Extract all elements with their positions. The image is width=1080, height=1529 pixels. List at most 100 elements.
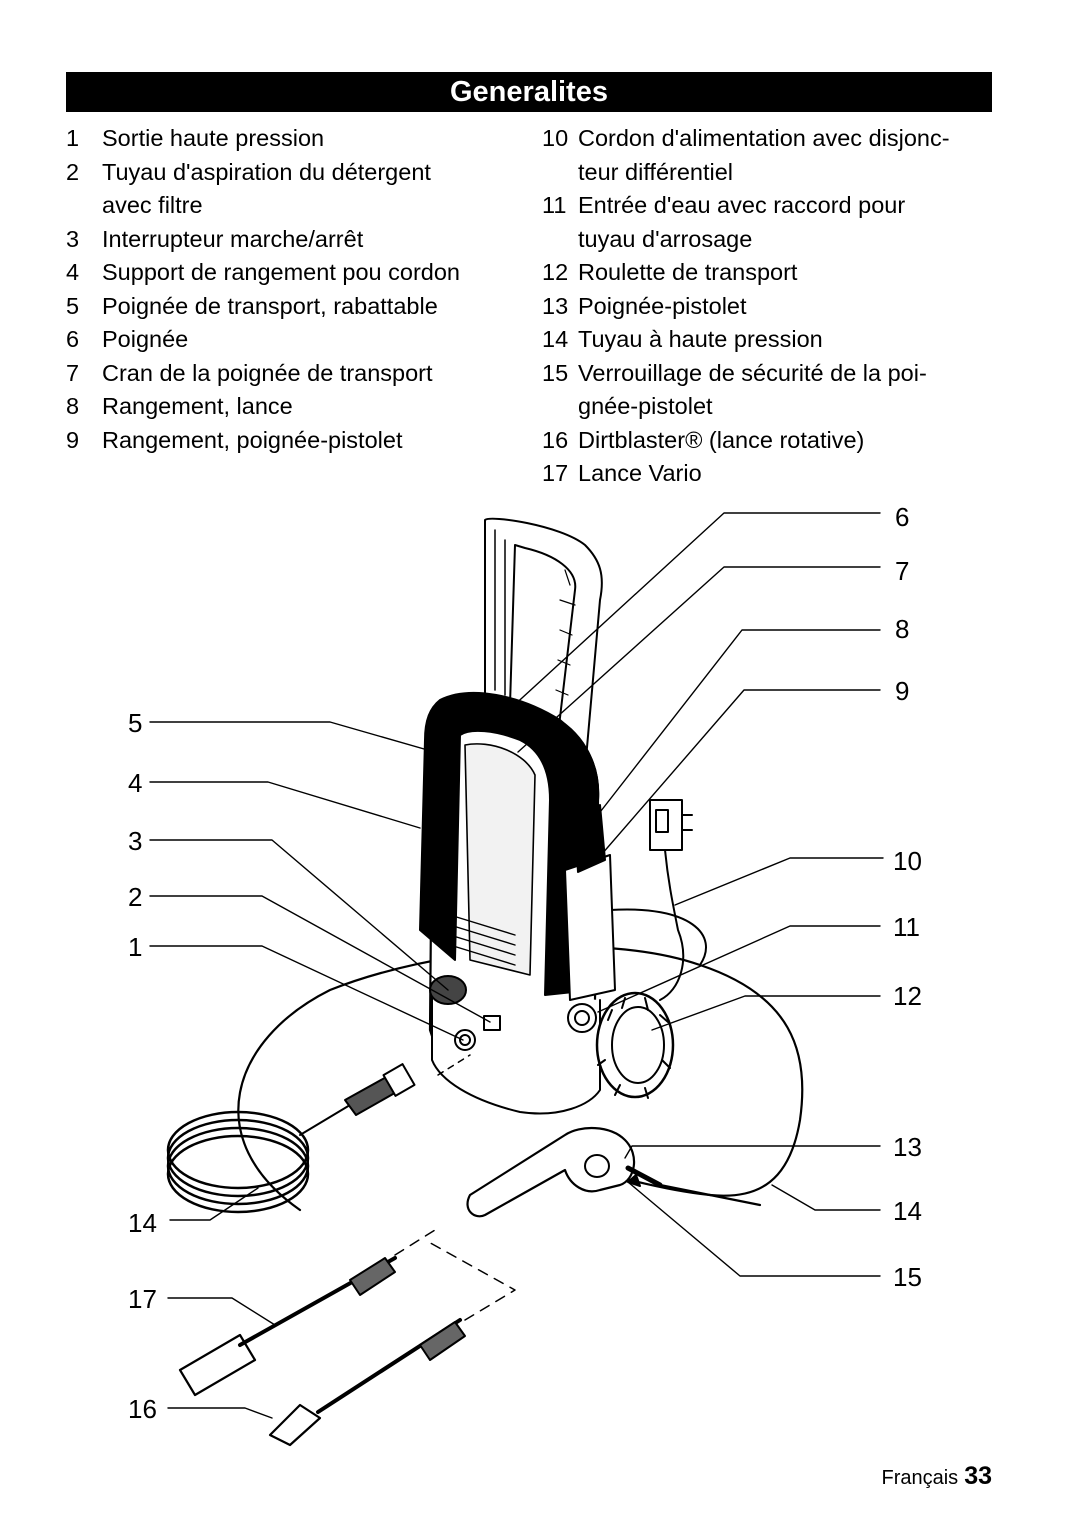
part-number: 11: [542, 192, 567, 218]
callout-15: 15: [893, 1262, 922, 1292]
hose-coil: [166, 1110, 310, 1190]
leader-line: [627, 1181, 881, 1277]
part-number: 6: [66, 326, 80, 352]
water-inlet: [567, 1003, 597, 1033]
leader-line: [517, 566, 881, 753]
list-item: 5 Poignée de transport, rabattable: [66, 290, 536, 324]
pistol-holder: [564, 854, 616, 1001]
leader-line: [149, 721, 446, 756]
part-number: 14: [542, 326, 569, 352]
leader-line: [597, 925, 881, 1013]
leader-line: [167, 1407, 273, 1419]
page-number: 33: [964, 1462, 992, 1490]
callout-1: 1: [128, 932, 142, 962]
part-number: 2: [66, 158, 80, 185]
leader-line: [169, 1187, 259, 1221]
list-item: 4 Support de rangement pou cordon: [66, 256, 536, 290]
callout-10: 10: [893, 846, 922, 876]
leader-line: [589, 629, 881, 826]
callout-16: 16: [128, 1394, 157, 1424]
part-label: Dirtblaster® (lance rotative): [578, 426, 865, 453]
leader-line: [771, 1184, 881, 1211]
list-item: 8 Rangement, lance: [66, 390, 536, 424]
part-number: 9: [66, 426, 80, 453]
leader-line: [149, 945, 464, 1041]
part-label: Sortie haute pression: [102, 125, 325, 151]
callout-6: 6: [895, 502, 909, 532]
part-number: 4: [66, 259, 80, 285]
part-label: Lance Vario: [578, 460, 702, 486]
part-label: Interrupteur marche/arrêt: [102, 225, 364, 252]
carrying-handle: [484, 517, 603, 771]
leader-line: [149, 781, 421, 829]
leader-line: [149, 839, 449, 991]
leader-line: [674, 857, 884, 906]
detergent-inlet: [483, 1015, 501, 1031]
part-label: Verrouillage de sécurité de la poi- gnée…: [578, 359, 927, 420]
callout-11: 11: [893, 912, 920, 942]
lance-vario: [178, 1333, 257, 1397]
part-label: Poignée-pistolet: [578, 292, 747, 319]
dirtblaster-lance: [268, 1403, 322, 1447]
list-item: 12 Roulette de transport: [542, 256, 1002, 290]
frame-band: [419, 691, 600, 996]
part-number: 16: [542, 426, 569, 453]
callout-4: 4: [128, 768, 142, 798]
list-item: 6 Poignée: [66, 323, 536, 357]
leader-line: [624, 1145, 881, 1159]
list-item: 9 Rangement, poignée-pistolet: [66, 424, 536, 458]
callout-17: 17: [128, 1284, 157, 1314]
part-number: 5: [66, 292, 80, 319]
leader-line: [651, 995, 881, 1031]
part-label: Rangement, lance: [102, 393, 293, 419]
leader-line: [497, 512, 881, 721]
hose-loop: [609, 908, 707, 966]
parts-list-left: 1 Sortie haute pression 2 Tuyau d'aspirati…: [66, 122, 536, 457]
callout-9: 9: [895, 676, 909, 706]
list-item: 14 Tuyau à haute pression: [542, 323, 1002, 357]
part-number: 10: [542, 125, 569, 151]
part-label: Rangement, poignée-pistolet: [102, 426, 403, 453]
callout-3: 3: [128, 826, 142, 856]
part-label: Tuyau à haute pression: [578, 326, 823, 352]
list-item: 16 Dirtblaster® (lance rotative): [542, 424, 1002, 458]
list-item: 3 Interrupteur marche/arrêt: [66, 223, 536, 257]
callout-8: 8: [895, 614, 909, 644]
part-number: 1: [66, 125, 80, 151]
callout-14-right: 14: [893, 1196, 922, 1226]
callout-14-left: 14: [128, 1208, 157, 1238]
part-number: 3: [66, 225, 80, 252]
part-label: Poignée: [102, 326, 189, 352]
part-label: Cran de la poignée de transport: [102, 359, 433, 386]
part-label: Tuyau d'aspiration du détergent avec fil…: [102, 158, 431, 219]
list-item: 2 Tuyau d'aspiration du détergent avec fi…: [66, 156, 536, 223]
list-item: 1 Sortie haute pression: [66, 122, 536, 156]
list-item: 7 Cran de la poignée de transport: [66, 357, 536, 391]
parts-list-right: 10 Cordon d'alimentation avec disjonc- te…: [542, 122, 1002, 491]
page-title: Generalites: [66, 72, 992, 112]
part-label: Support de rangement pou cordon: [102, 259, 460, 285]
part-number: 17: [542, 460, 569, 486]
list-item: 17 Lance Vario: [542, 457, 1002, 491]
pressure-washer-diagram: 6 7 8 9 5 4 3 2 1 10 11 12 13 14 15 14 1…: [128, 502, 922, 1447]
part-number: 15: [542, 359, 569, 386]
part-label: Cordon d'alimentation avec disjonc- teur…: [578, 125, 950, 185]
part-number: 12: [542, 259, 569, 285]
callout-7: 7: [895, 556, 909, 586]
leader-line: [167, 1297, 276, 1326]
part-label: Poignée de transport, rabattable: [102, 292, 438, 319]
list-item: 15 Verrouillage de sécurité de la poi- gn…: [542, 357, 1002, 424]
part-label: Roulette de transport: [578, 259, 798, 285]
list-item: 13 Poignée-pistolet: [542, 290, 1002, 324]
callout-13: 13: [893, 1132, 922, 1162]
part-number: 13: [542, 292, 569, 319]
callout-5: 5: [128, 708, 142, 738]
part-label: Entrée d'eau avec raccord pour tuyau d'a…: [578, 192, 906, 252]
leader-line: [149, 895, 491, 1023]
part-number: 8: [66, 393, 80, 419]
high-pressure-outlet: [454, 1029, 476, 1051]
callout-2: 2: [128, 882, 142, 912]
part-number: 7: [66, 359, 80, 386]
list-item: 10 Cordon d'alimentation avec disjonc- te…: [542, 122, 1002, 189]
